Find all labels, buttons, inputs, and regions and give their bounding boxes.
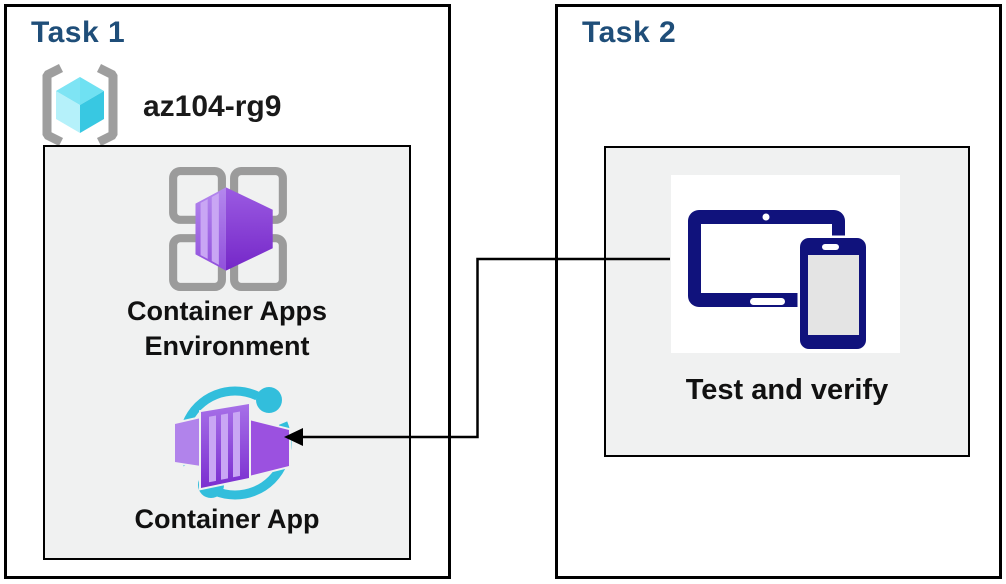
resource-group-icon xyxy=(42,63,118,147)
resource-group-name: az104-rg9 xyxy=(143,90,282,123)
device-icon-panel xyxy=(671,175,900,353)
task2-panel: Task 2 Test and verify xyxy=(555,4,1002,579)
tablet-and-phone-icon xyxy=(688,210,869,352)
environment-label-line2: Environment xyxy=(144,331,310,361)
test-and-verify-label: Test and verify xyxy=(685,374,889,406)
task1-inner-panel: Container Apps Environment xyxy=(43,145,411,560)
task2-title: Task 2 xyxy=(582,16,677,49)
container-apps-environment-icon xyxy=(169,167,287,291)
task2-inner-panel: Test and verify xyxy=(604,146,970,457)
container-app-icon xyxy=(173,386,292,500)
container-app-label: Container App xyxy=(134,504,320,534)
environment-label-line1: Container Apps xyxy=(126,296,327,326)
environment-label: Container Apps Environment xyxy=(45,294,409,364)
resource-group-row: az104-rg9 xyxy=(33,63,281,147)
task1-panel: Task 1 az104-rg9 xyxy=(4,4,451,579)
task1-title: Task 1 xyxy=(31,16,126,49)
